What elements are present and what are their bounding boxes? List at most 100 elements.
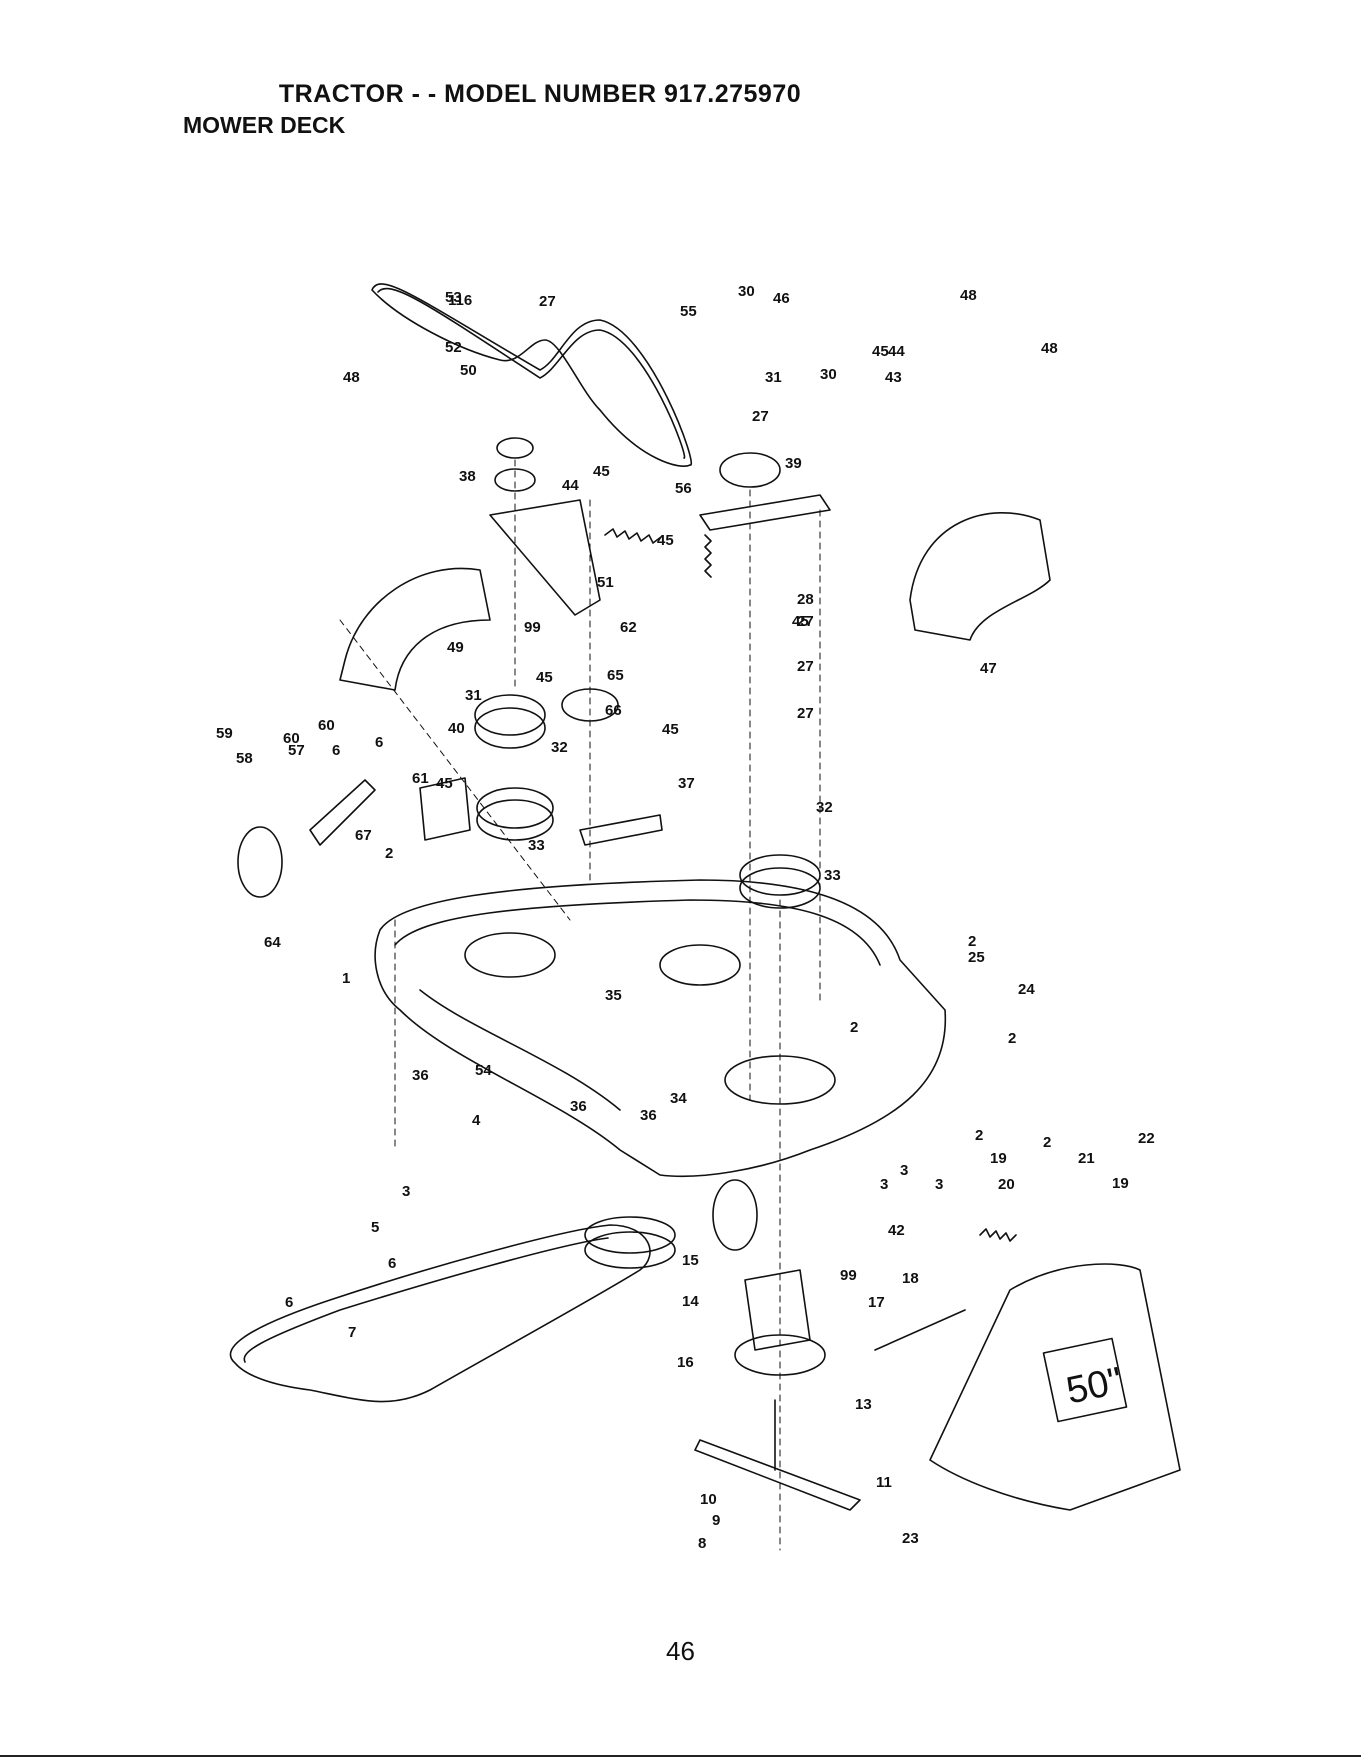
callout: 35: [605, 987, 622, 1004]
callout: 2: [968, 933, 976, 950]
section-title: MOWER DECK: [183, 112, 346, 138]
pulley-53: [496, 437, 534, 459]
callout: 45: [536, 669, 553, 686]
callout: 45: [436, 775, 453, 792]
callout: 17: [868, 1294, 885, 1311]
callout: 7: [348, 1324, 356, 1341]
pulley-32-right: [739, 854, 821, 896]
pulley-39: [719, 452, 781, 488]
callout: 32: [551, 739, 568, 756]
callout: 2: [1043, 1134, 1051, 1151]
left-spindle-opening: [464, 932, 556, 978]
callout: 36: [640, 1107, 657, 1124]
callout: 36: [412, 1067, 429, 1084]
callout: 19: [990, 1150, 1007, 1167]
callout: 40: [448, 720, 465, 737]
callout: 49: [447, 639, 464, 656]
callout: 9: [712, 1512, 720, 1529]
callout: 6: [285, 1294, 293, 1311]
callout: 56: [675, 480, 692, 497]
callout: 3: [900, 1162, 908, 1179]
callout: 18: [902, 1270, 919, 1287]
callout: 13: [855, 1396, 872, 1413]
callout: 27: [797, 613, 814, 630]
callout: 59: [216, 725, 233, 742]
callout: 99: [524, 619, 541, 636]
spring-56: [604, 528, 662, 544]
callout: 42: [888, 1222, 905, 1239]
callout: 50: [460, 362, 477, 379]
right-pulley-on-deck: [659, 944, 741, 986]
callout: 8: [698, 1535, 706, 1552]
callout: 11: [876, 1474, 892, 1491]
callout: 25: [968, 949, 985, 966]
drive-belt-55: [371, 283, 693, 467]
callout: 55: [680, 303, 697, 320]
callout: 10: [700, 1491, 717, 1508]
gauge-wheel-58: [237, 826, 283, 898]
callout: 6: [332, 742, 340, 759]
callout-group: 1 2 2 2 2 2 2 3 3 3 3 4 5 6 6 6 6 7 8 9 …: [216, 283, 1155, 1552]
callout: 30: [820, 366, 837, 383]
callout: 116: [448, 292, 472, 309]
deck-badge-frame: [1042, 1337, 1128, 1423]
callout: 5: [371, 1219, 379, 1236]
bottom-divider: [0, 1755, 1361, 1757]
callout: 31: [765, 369, 782, 386]
idler-arm-43: [699, 494, 831, 531]
callout: 65: [607, 667, 624, 684]
callout: 3: [880, 1176, 888, 1193]
callout: 33: [824, 867, 841, 884]
callout: 22: [1138, 1130, 1155, 1147]
callout: 2: [975, 1127, 983, 1144]
callout: 32: [816, 799, 833, 816]
callout: 16: [677, 1354, 694, 1371]
pto-belt-54: [229, 1224, 651, 1403]
callout: 45: [593, 463, 610, 480]
callout: 62: [620, 619, 637, 636]
callout: 46: [773, 290, 790, 307]
callout: 52: [445, 339, 462, 356]
discharge-chute-23: [929, 1263, 1181, 1511]
callout: 3: [402, 1183, 410, 1200]
callout: 24: [1018, 981, 1035, 998]
callout: 51: [597, 574, 614, 591]
callout: 33: [528, 837, 545, 854]
callout: 27: [797, 705, 814, 722]
pto-clutch: [584, 1216, 676, 1254]
callout: 45: [657, 532, 674, 549]
belt-cover-47: [909, 512, 1051, 641]
callout: 3: [935, 1176, 943, 1193]
callout: 66: [605, 702, 622, 719]
callout: 4: [472, 1112, 481, 1129]
callout: 30: [738, 283, 755, 300]
deck-badge: 50": [1063, 1360, 1126, 1413]
callout: 6: [388, 1255, 396, 1272]
callout: 1: [342, 970, 350, 987]
callout: 67: [355, 827, 372, 844]
callout: 6: [375, 734, 383, 751]
bracket-37: [579, 814, 663, 846]
callout: 45: [662, 721, 679, 738]
spring-20: [979, 1228, 1017, 1242]
callout: 27: [539, 293, 556, 310]
callout: 48: [1041, 340, 1058, 357]
callout: 48: [960, 287, 977, 304]
callout: 58: [236, 750, 253, 767]
callout: 60: [318, 717, 335, 734]
callout: 43: [885, 369, 902, 386]
pulley-32-left: [476, 787, 554, 829]
callout: 2: [1008, 1030, 1016, 1047]
callout: 39: [785, 455, 802, 472]
page-number: 46: [666, 1636, 695, 1666]
spring-51: [704, 534, 712, 578]
callout: 14: [682, 1293, 699, 1310]
callout: 19: [1112, 1175, 1129, 1192]
callout: 53: [445, 289, 462, 306]
callout: 27: [752, 408, 769, 425]
callout: 44: [562, 477, 579, 494]
pulley-40: [474, 694, 546, 736]
callout: 31: [465, 687, 482, 704]
callout: 99: [840, 1267, 857, 1284]
callout: 45: [792, 613, 809, 630]
